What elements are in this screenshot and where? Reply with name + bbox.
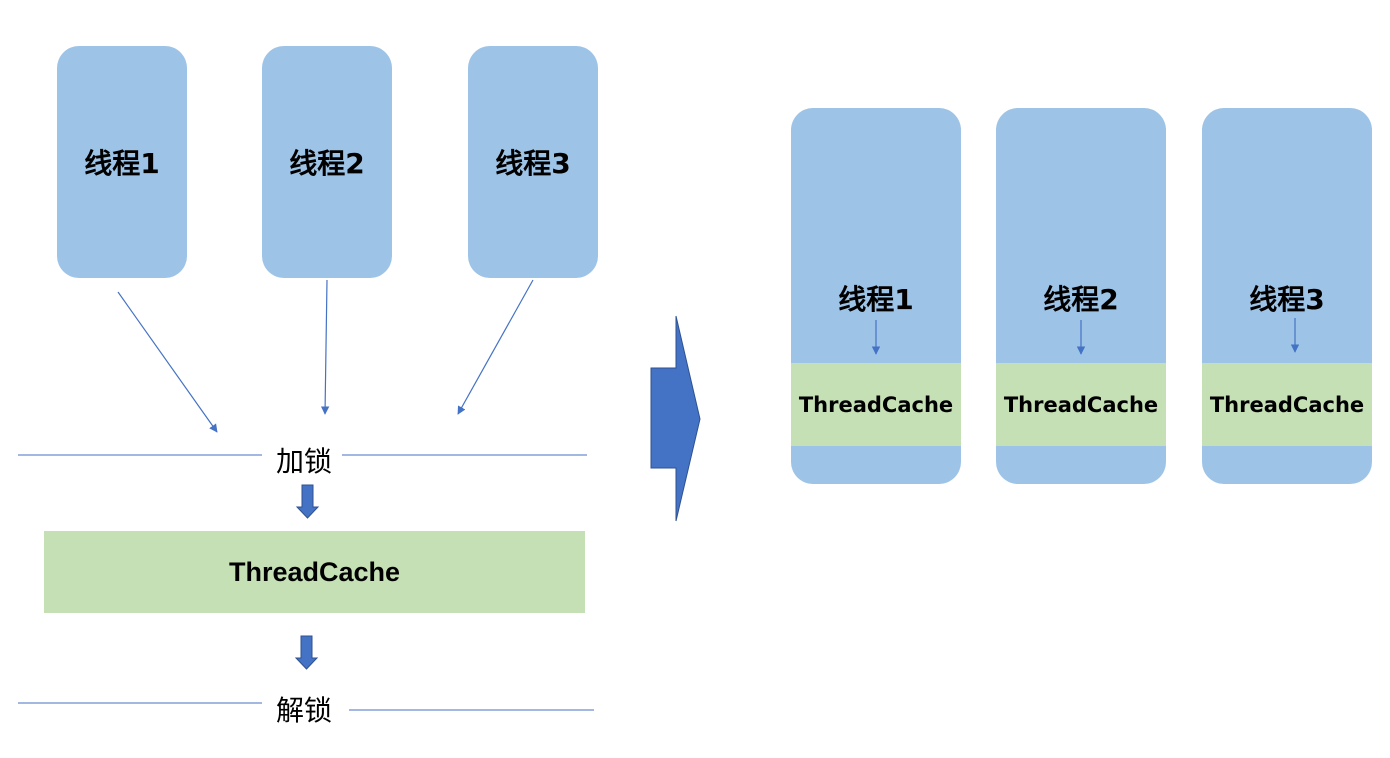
left-thread-3: 线程3 [468,46,598,278]
right-thread-1-cache-label: ThreadCache [798,392,954,417]
shared-thread-cache: ThreadCache [44,531,585,613]
shared-thread-cache-label: ThreadCache [228,556,401,587]
right-thread-2-cache-label: ThreadCache [1003,392,1159,417]
right-thread-1: 线程1 ThreadCache [791,108,961,484]
right-thread-2-label: 线程2 [1043,283,1119,316]
right-thread-2-cache: ThreadCache [996,363,1166,446]
thread-2-arrow [320,279,330,415]
thread-3-arrow [457,279,534,415]
thread-1-arrow [117,291,218,433]
left-thread-3-label: 线程3 [495,147,571,180]
left-thread-2-label: 线程2 [289,147,365,180]
right-thread-1-cache: ThreadCache [791,363,961,446]
left-thread-2: 线程2 [262,46,392,278]
right-thread-3-cache-label: ThreadCache [1209,392,1365,417]
unlock-label: 解锁 [276,694,333,727]
left-thread-1-label: 线程1 [84,147,160,180]
right-thread-3-label: 线程3 [1249,283,1325,316]
right-thread-3-cache: ThreadCache [1202,363,1372,446]
right-thread-2: 线程2 ThreadCache [996,108,1166,484]
down-arrow-to-cache [295,484,320,519]
lock-label: 加锁 [276,445,333,478]
right-thread-3: 线程3 ThreadCache [1202,108,1372,484]
down-arrow-to-unlock [294,635,319,670]
left-thread-1: 线程1 [57,46,187,278]
right-thread-1-label: 线程1 [838,283,914,316]
transition-arrow [650,315,701,522]
